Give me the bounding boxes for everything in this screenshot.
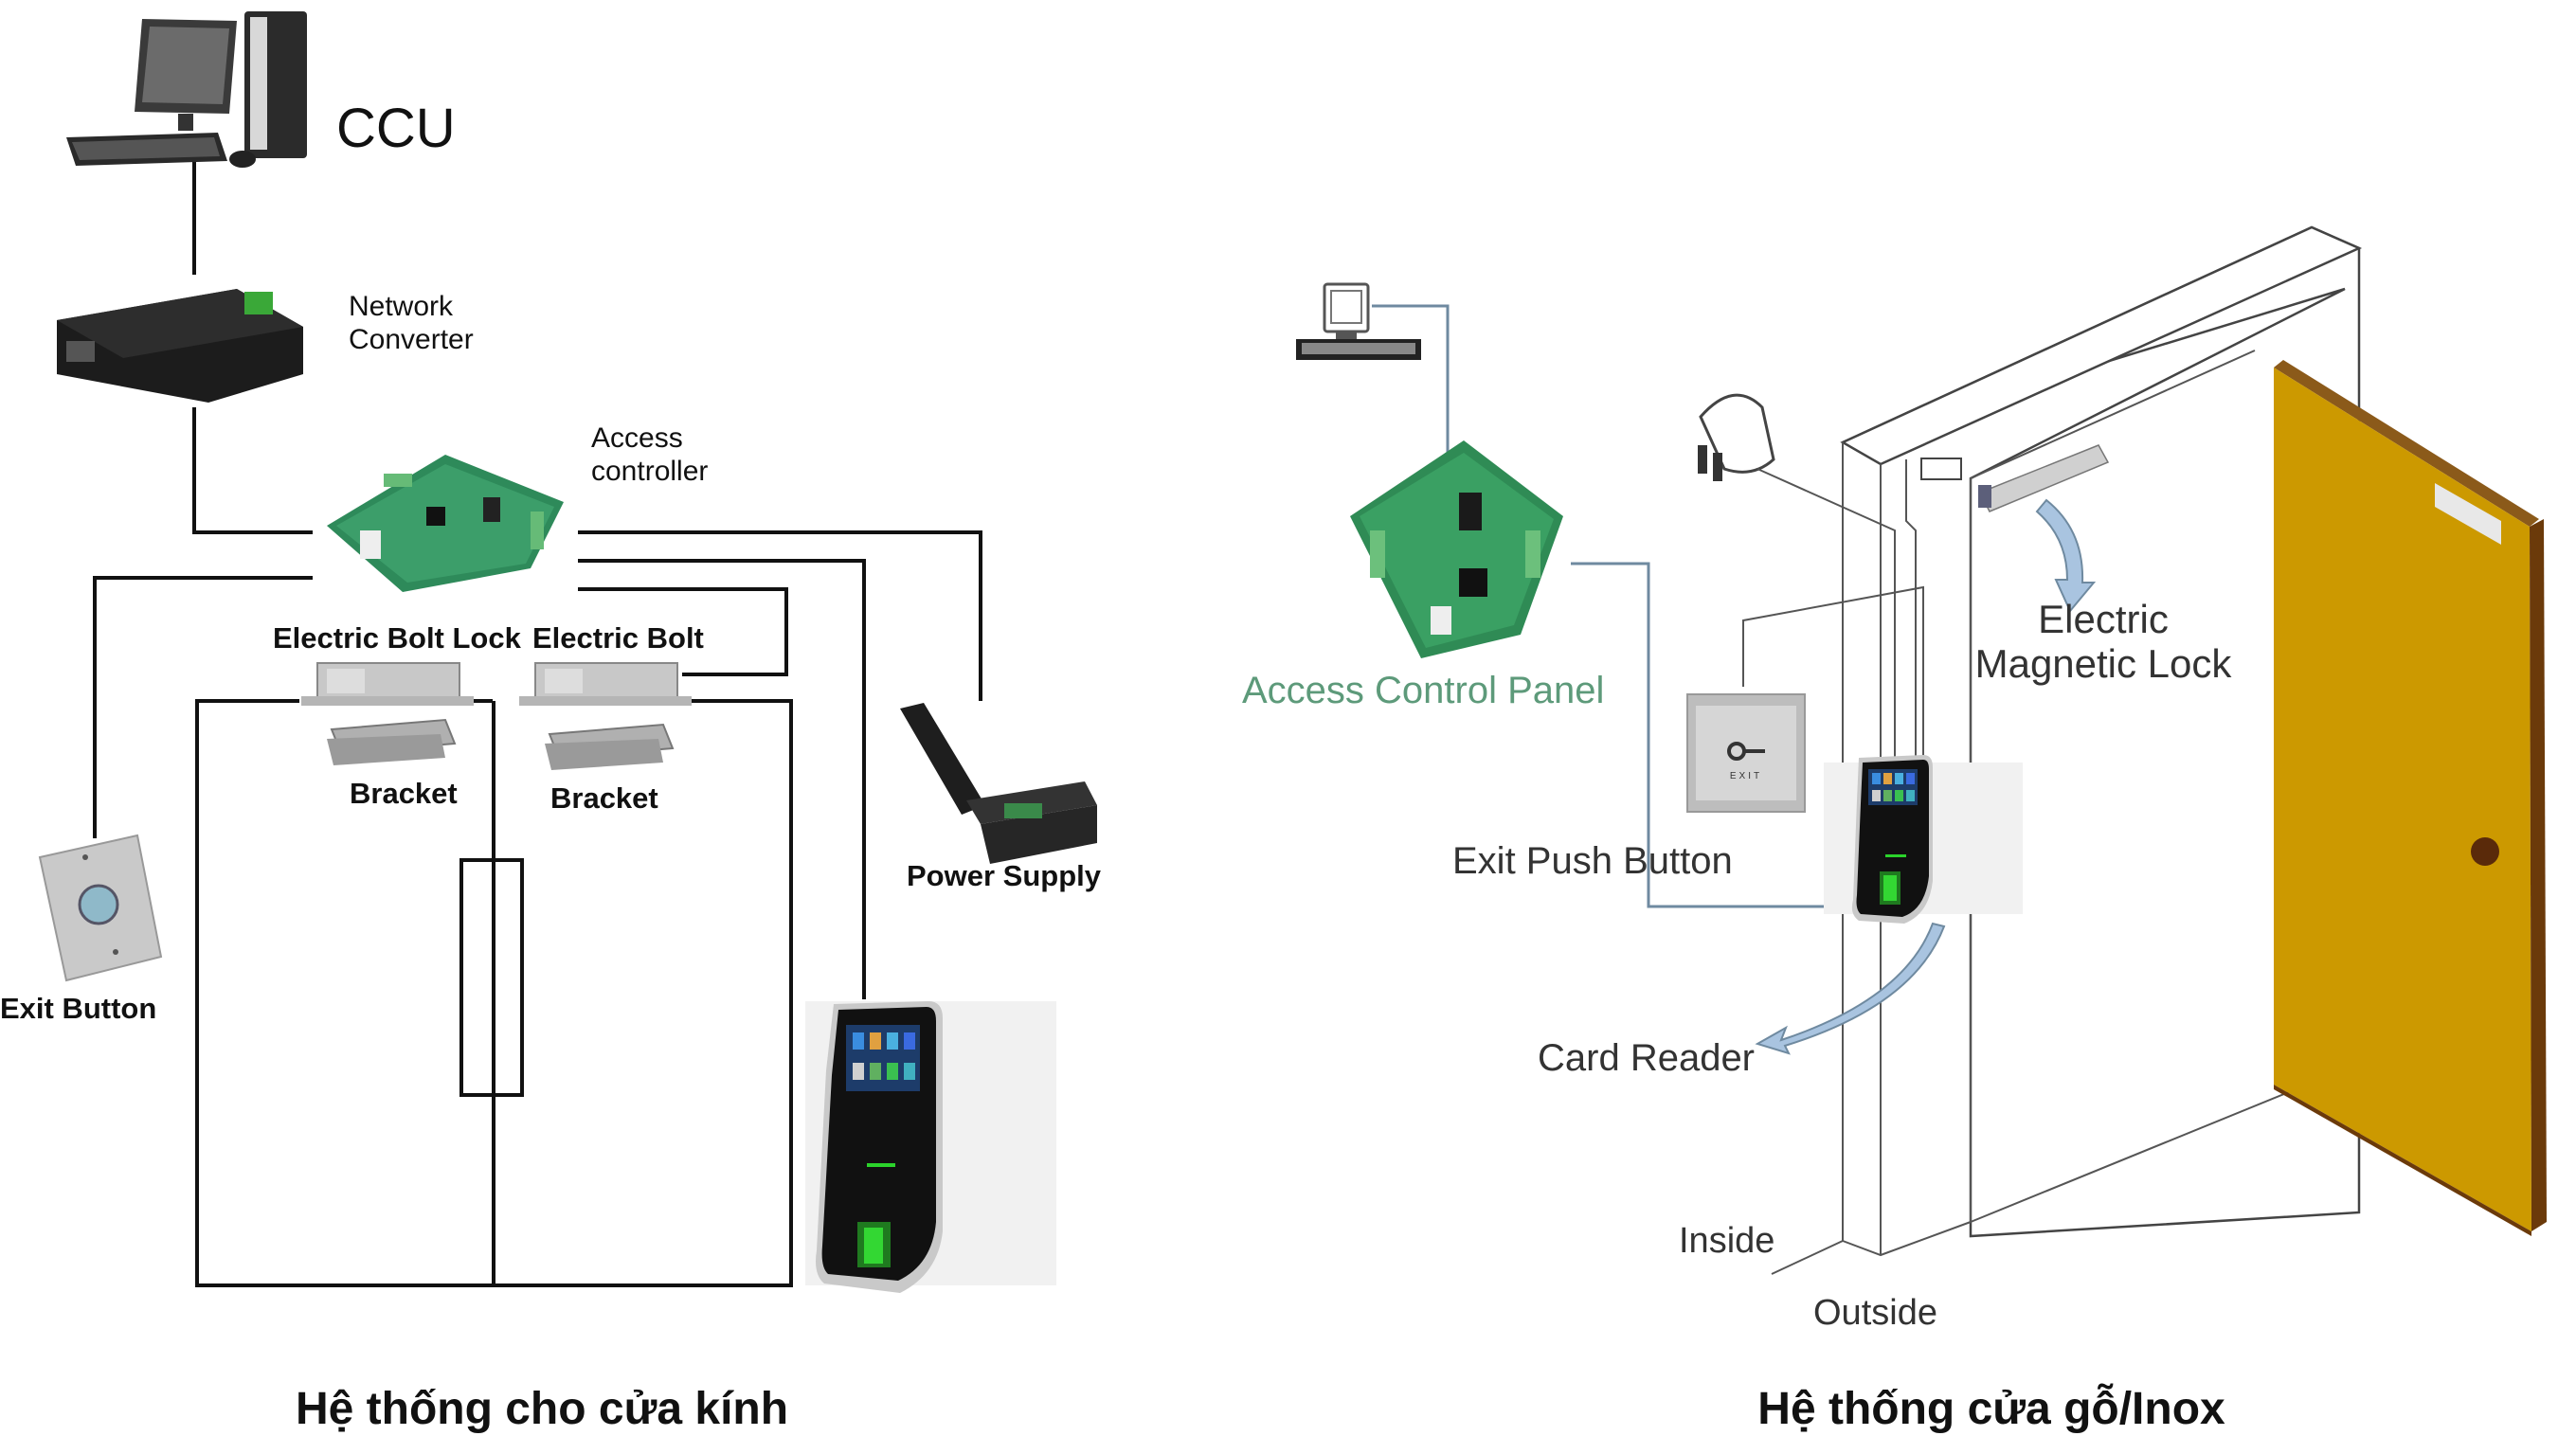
right-diagram-wood-door: Access Control Panel El bbox=[1242, 225, 2547, 1333]
inside-label: Inside bbox=[1679, 1221, 1774, 1261]
power-supply-label: Power Supply bbox=[907, 859, 1102, 892]
access-control-panel-board-icon bbox=[1350, 440, 1563, 658]
ccu-label: CCU bbox=[336, 98, 456, 159]
magnetic-lock-arrow-icon bbox=[2035, 498, 2097, 613]
bracket-label-1: Bracket bbox=[350, 777, 458, 810]
wire-converter-to-controller bbox=[192, 407, 313, 534]
exit-push-button-label: Exit Push Button bbox=[1452, 840, 1733, 882]
exit-push-button-icon: EXIT bbox=[1686, 693, 1806, 813]
bracket-icon bbox=[545, 723, 675, 770]
access-controller-label-2: controller bbox=[591, 456, 708, 487]
magnetic-lock-icon bbox=[1920, 444, 2110, 512]
desktop-computer-icon bbox=[1296, 282, 1421, 360]
card-reader-arrow-icon bbox=[1755, 922, 1946, 1055]
door-handles bbox=[459, 858, 524, 1097]
wire-lock bbox=[1905, 459, 1917, 900]
outside-label: Outside bbox=[1813, 1293, 1937, 1333]
power-adapter-plug-icon bbox=[1698, 393, 1775, 481]
wire-controller-to-bolt-2 bbox=[578, 587, 788, 676]
exit-plate-text: EXIT bbox=[1730, 771, 1762, 781]
left-diagram-glass-door: CCU Network Converter Access controller … bbox=[0, 11, 1102, 1293]
left-wiring bbox=[93, 161, 982, 1287]
fingerprint-terminal-icon bbox=[1824, 755, 2023, 924]
desktop-computer-icon bbox=[66, 11, 307, 168]
electric-bolt-lock-label: Electric Bolt Lock bbox=[273, 621, 522, 655]
wire-pc-to-panel bbox=[1372, 304, 1450, 462]
power-supply-box-icon bbox=[900, 703, 1097, 864]
network-converter-icon bbox=[57, 289, 303, 403]
wire-controller-to-exit-button bbox=[93, 576, 313, 838]
electric-bolt-label: Electric Bolt bbox=[532, 621, 704, 655]
left-diagram-caption: Hệ thống cho cửa kính bbox=[296, 1384, 788, 1434]
card-reader-label: Card Reader bbox=[1538, 1037, 1755, 1079]
wire-exit-button bbox=[1742, 585, 1924, 900]
bracket-icon bbox=[327, 718, 457, 765]
wire-controller-to-reader bbox=[578, 559, 866, 999]
wooden-door-icon bbox=[2274, 360, 2547, 1236]
door-frame bbox=[1771, 225, 2436, 1275]
access-controller-label-1: Access bbox=[591, 422, 683, 454]
fingerprint-terminal-icon bbox=[805, 1001, 1056, 1293]
exit-button-label: Exit Button bbox=[0, 992, 156, 1025]
electric-bolt-lock-icon bbox=[301, 662, 474, 706]
bracket-label-2: Bracket bbox=[550, 781, 658, 815]
magnetic-lock-label-2: Magnetic Lock bbox=[1975, 641, 2233, 686]
access-controller-board-icon bbox=[327, 455, 564, 592]
network-converter-label-2: Converter bbox=[349, 324, 474, 355]
wire-panel-to-reader bbox=[1571, 562, 1824, 908]
right-diagram-caption: Hệ thống cửa gỗ/Inox bbox=[1757, 1383, 2225, 1434]
access-control-panel-label: Access Control Panel bbox=[1242, 670, 1604, 711]
wire-controller-to-power-supply bbox=[578, 530, 982, 701]
network-converter-label-1: Network bbox=[349, 291, 454, 322]
electric-bolt-icon bbox=[519, 662, 692, 706]
magnetic-lock-label-1: Electric bbox=[2038, 597, 2169, 641]
exit-button-plate-icon bbox=[38, 834, 163, 982]
